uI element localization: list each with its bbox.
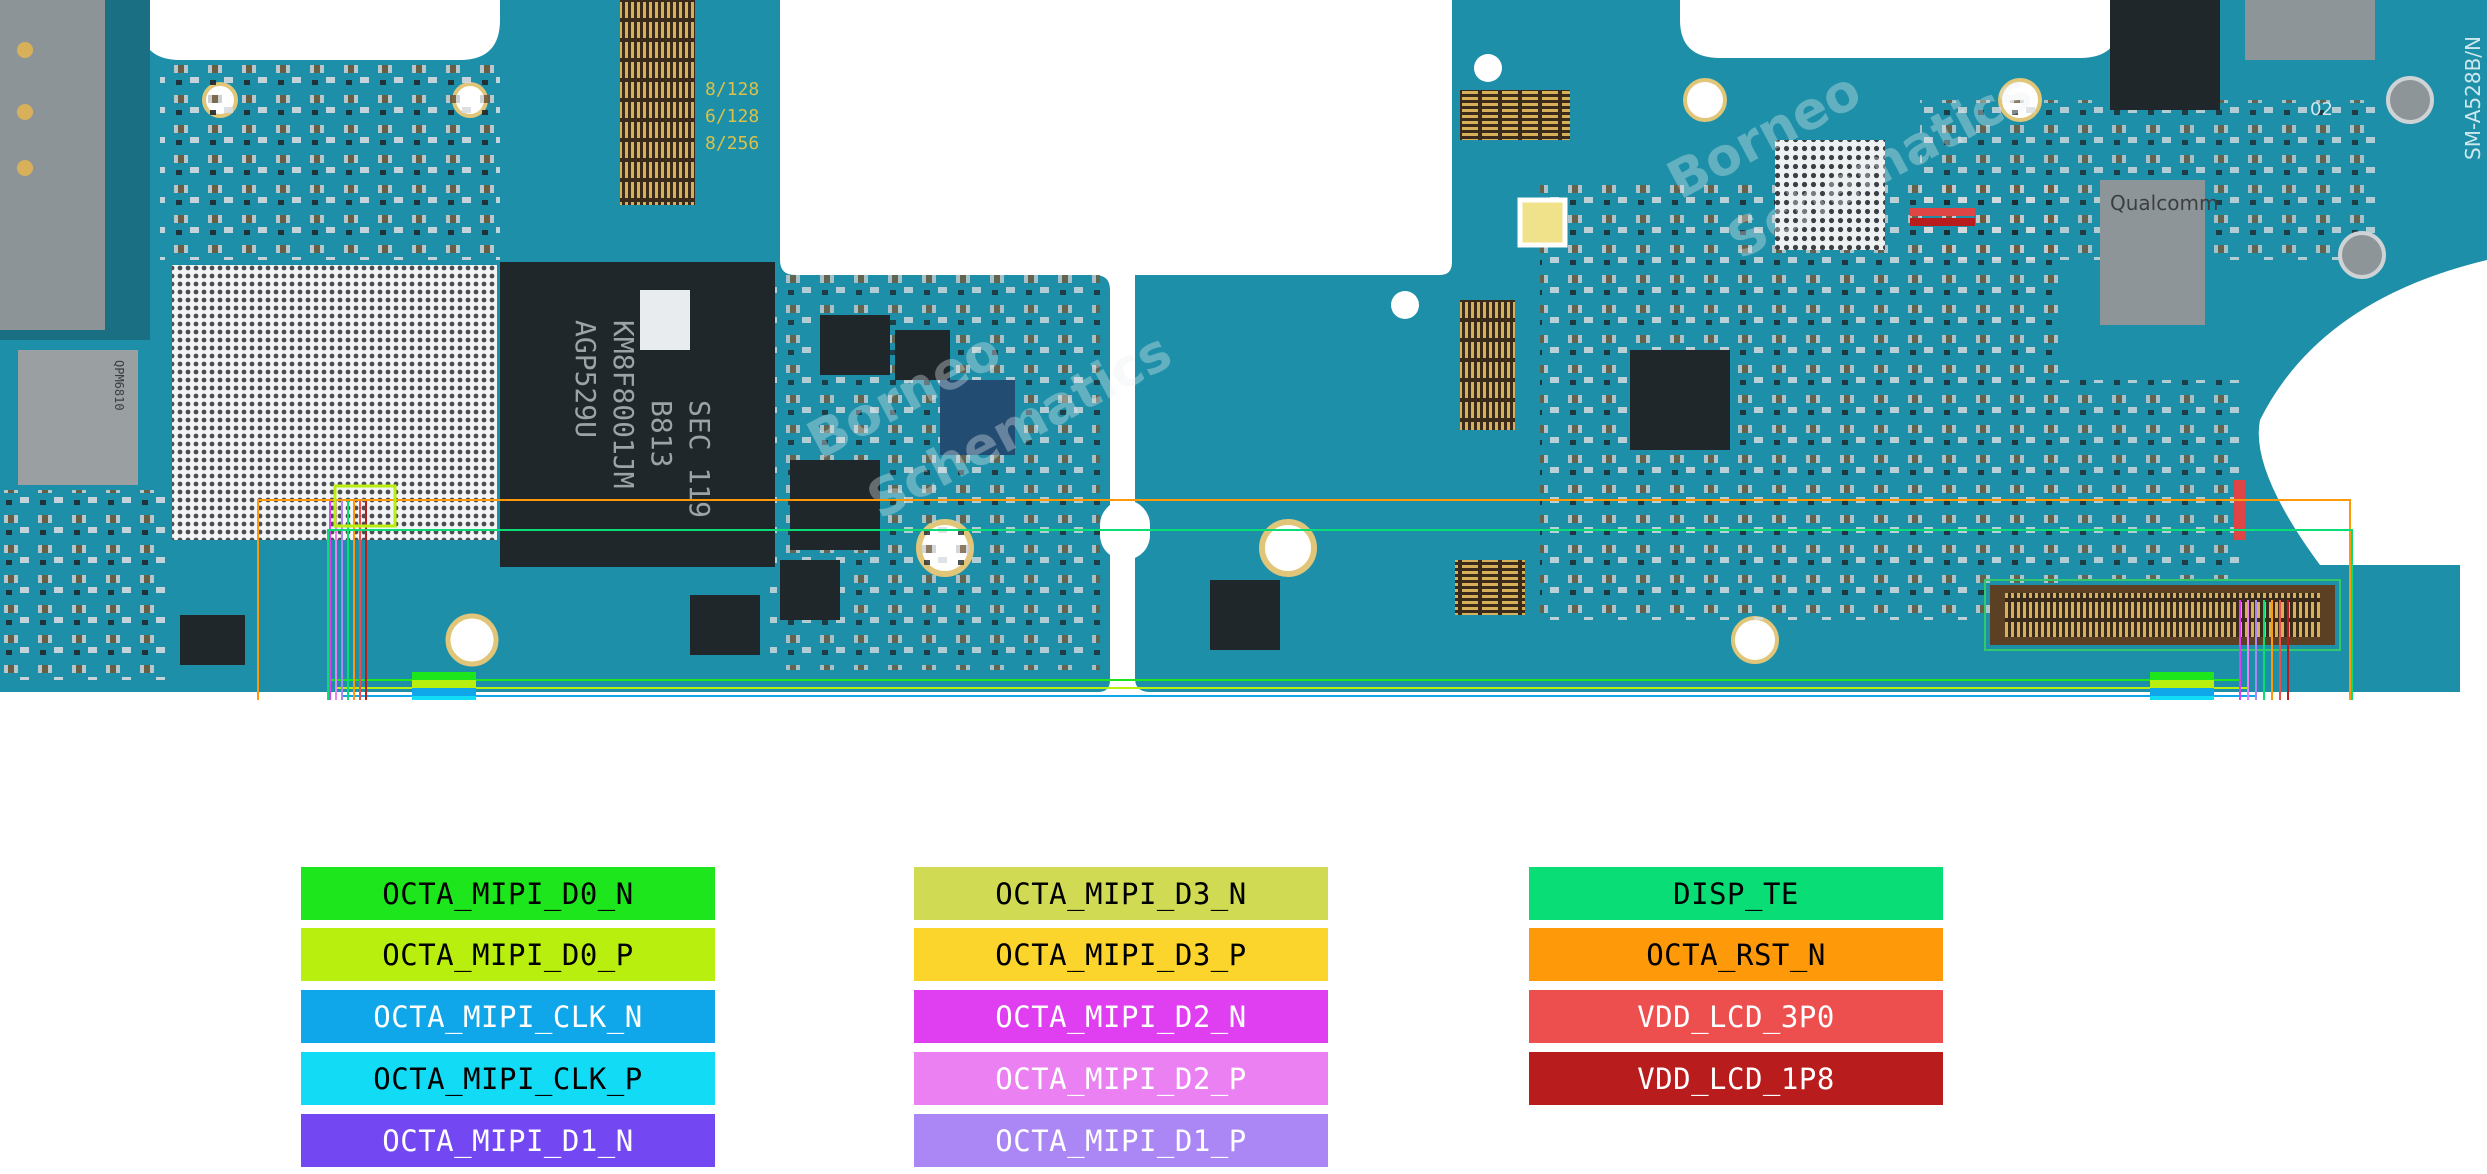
signal-route-line [341, 500, 2257, 700]
legend-item: OCTA_MIPI_D1_N [301, 1114, 715, 1167]
route-tag-right [2150, 696, 2214, 700]
legend-item: OCTA_MIPI_D1_P [914, 1114, 1328, 1167]
mounting-hole [1391, 291, 1419, 319]
sim-contact [17, 104, 33, 120]
route-tag-left [412, 672, 476, 679]
vdd-lcd-highlight [2234, 480, 2246, 540]
memory-variant-1: 8/128 [705, 79, 759, 100]
ic-chip [780, 560, 840, 620]
mounting-hole [445, 613, 499, 667]
lcd-connector-highlight [1984, 579, 2341, 651]
signal-routes [257, 484, 2353, 700]
route-tag-left [412, 696, 476, 700]
legend-item: OCTA_MIPI_CLK_P [301, 1052, 715, 1105]
pmic-bga [1775, 140, 1885, 250]
board-connector-small [1460, 90, 1570, 140]
legend-item: OCTA_MIPI_D3_N [914, 867, 1328, 920]
qpm-chip-right-text: Qualcomm [2110, 191, 2218, 215]
component-field [0, 490, 170, 680]
model-text: SM-A528B/N [2461, 36, 2485, 160]
ic-chip [895, 330, 950, 380]
legend-item: DISP_TE [1529, 867, 1943, 920]
route-inner-frame [327, 529, 2353, 700]
memory-variant-3: 8/256 [705, 133, 759, 154]
memory-variant-2: 6/128 [705, 106, 759, 127]
ram-chip [500, 262, 775, 567]
signal-route-line [335, 500, 2249, 700]
antenna-connector [2338, 231, 2386, 279]
pcb-board-photo: QPM6810 SEC 119 B813 KM8F8001JM AGP529U … [0, 0, 2487, 700]
vdd-lcd-highlight [1910, 208, 1975, 216]
rf-chip [2245, 0, 2375, 60]
antenna-connector [2386, 76, 2434, 124]
route-tag-left [412, 680, 476, 687]
ram-mark-3: KM8F8001JM [607, 320, 640, 489]
rf-chip-dark [2110, 0, 2220, 110]
mounting-hole [1683, 78, 1727, 122]
sim-contact [17, 160, 33, 176]
ic-chip [790, 460, 880, 550]
route-outer-frame [257, 499, 2351, 700]
ram-chip-qr [640, 290, 690, 350]
mounting-hole [1474, 54, 1502, 82]
sim-contact [17, 42, 33, 58]
signal-route-line [329, 500, 2241, 700]
legend-item: VDD_LCD_1P8 [1529, 1052, 1943, 1105]
board-connector-top [620, 0, 695, 205]
signal-route-line [359, 500, 2281, 700]
legend-item: OCTA_RST_N [1529, 928, 1943, 981]
legend-item: OCTA_MIPI_CLK_N [301, 990, 715, 1043]
route-tag-left [412, 688, 476, 695]
ic-chip [940, 380, 1015, 455]
ic-chip [820, 315, 890, 375]
route-tag-right [2150, 672, 2214, 679]
ram-mark-2: B813 [645, 400, 678, 467]
signal-route-line [365, 500, 2289, 700]
ic-chip [180, 615, 245, 665]
legend-item: OCTA_MIPI_D3_P [914, 928, 1328, 981]
signal-route-line [353, 500, 2273, 700]
legend-item: OCTA_MIPI_D2_P [914, 1052, 1328, 1105]
vdd-lcd-highlight [1910, 218, 1975, 226]
ram-chip-markings: SEC 119 B813 KM8F8001JM AGP529U [569, 320, 716, 518]
lcd-connector-pins [2005, 593, 2320, 637]
component-field [2060, 380, 2240, 580]
ic-chip [1630, 350, 1730, 450]
soc-pad-highlight [333, 484, 397, 528]
qpm-chip-right [2100, 180, 2205, 325]
antenna-label: 02 [2310, 99, 2333, 120]
legend-item: OCTA_MIPI_D2_N [914, 990, 1328, 1043]
board-connector-vertical [1460, 300, 1515, 430]
route-tag-right [2150, 688, 2214, 695]
mounting-hole [1731, 616, 1779, 664]
legend-item: OCTA_MIPI_D0_N [301, 867, 715, 920]
memory-variant-labels: 8/128 6/128 8/256 [705, 79, 759, 154]
qpm-chip-left [18, 350, 138, 485]
legend-item: VDD_LCD_3P0 [1529, 990, 1943, 1043]
flash-led [1517, 197, 1568, 248]
ic-chip [690, 595, 760, 655]
route-tag-right [2150, 680, 2214, 687]
mounting-hole [1259, 519, 1317, 577]
qpm-chip-left-text: QPM6810 [112, 360, 126, 411]
signal-route-line [347, 500, 2265, 700]
sim-slot [0, 0, 105, 330]
component-field [160, 60, 500, 260]
ic-chip [1210, 580, 1280, 650]
ram-mark-1: SEC 119 [683, 400, 716, 518]
legend-item: OCTA_MIPI_D0_P [301, 928, 715, 981]
board-connector-tiny [1455, 560, 1525, 615]
ram-mark-4: AGP529U [569, 320, 602, 438]
